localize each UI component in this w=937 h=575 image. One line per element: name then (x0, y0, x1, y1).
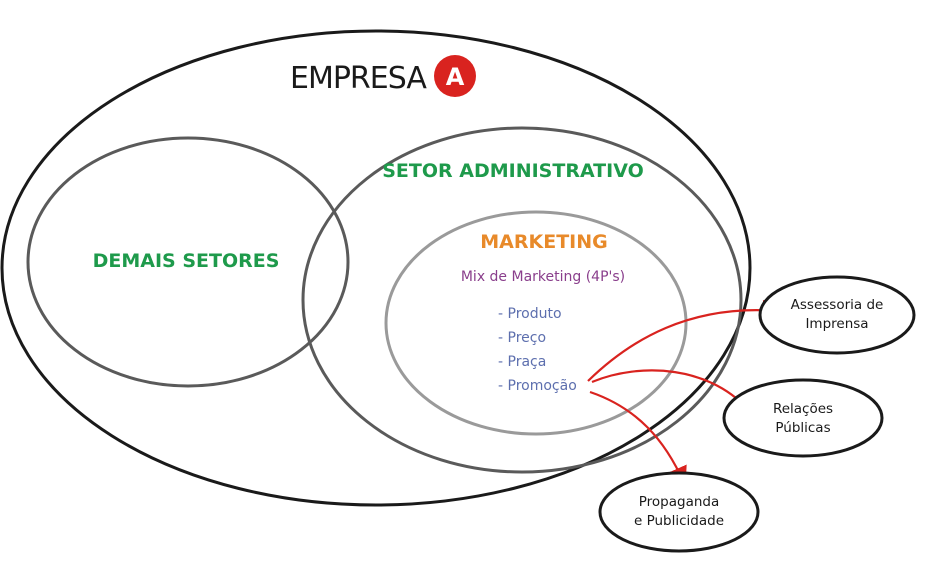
marketing-title: MARKETING (480, 231, 607, 253)
bubble-relacoes (724, 380, 882, 456)
bubble-relacoes-line1: Relações (773, 401, 833, 417)
bubble-relacoes-line2: Públicas (775, 420, 830, 436)
marketing-item-promocao: - Promoção (498, 378, 577, 394)
bubble-propaganda-line2: e Publicidade (634, 513, 724, 529)
admin-sector-label: SETOR ADMINISTRATIVO (382, 160, 644, 182)
bubble-assessoria-line1: Assessoria de (791, 297, 884, 313)
bubble-assessoria-line2: Imprensa (805, 316, 868, 332)
marketing-item-praca: - Praça (498, 354, 546, 370)
bubble-propaganda-line1: Propaganda (639, 494, 720, 510)
bubble-assessoria (760, 277, 914, 353)
other-sectors-label: DEMAIS SETORES (93, 250, 280, 272)
marketing-mix-subtitle: Mix de Marketing (4P's) (461, 269, 625, 285)
bubble-propaganda (600, 473, 758, 551)
company-badge-letter: A (446, 63, 465, 91)
marketing-item-produto: - Produto (498, 306, 562, 322)
company-title: EMPRESA (290, 61, 427, 96)
marketing-item-preco: - Preço (498, 330, 546, 346)
